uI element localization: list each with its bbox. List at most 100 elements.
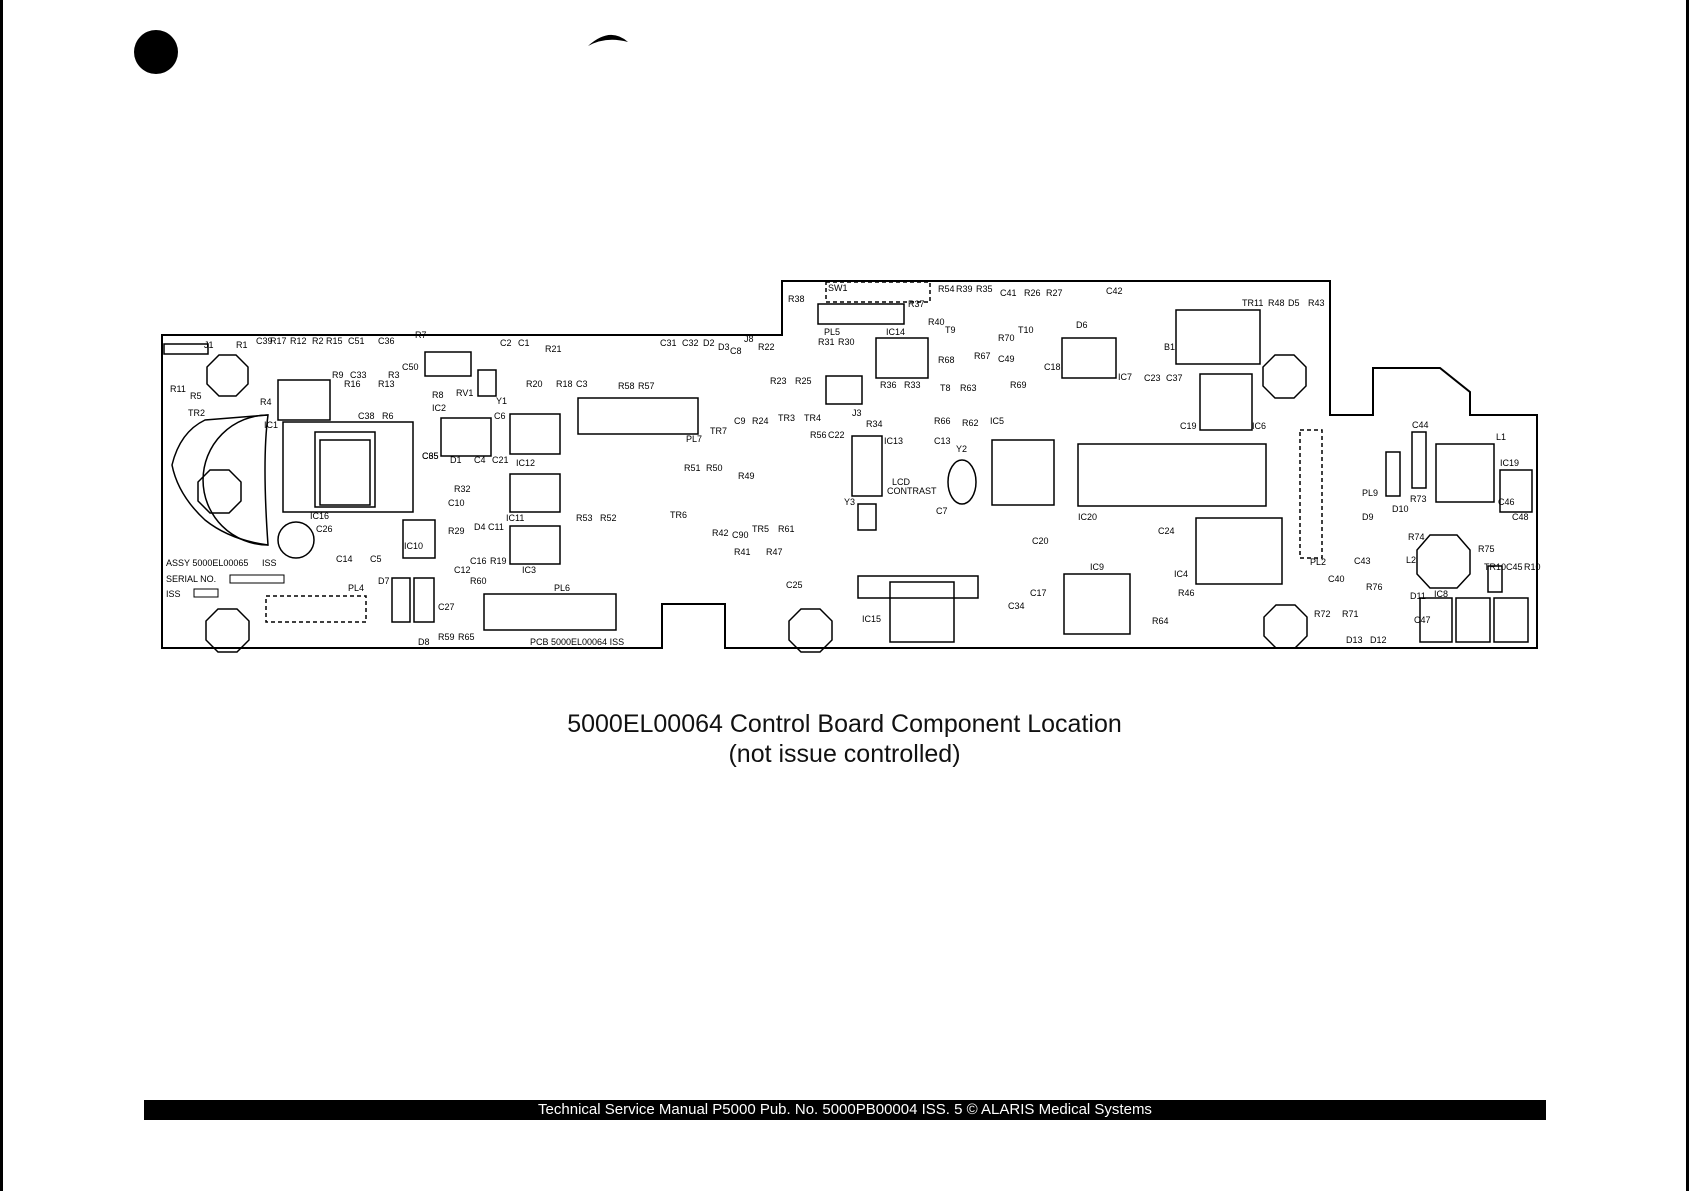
component-label: R26	[1024, 288, 1041, 298]
component-label: C20	[1032, 536, 1049, 546]
ic-outline	[277, 379, 331, 421]
component-label: R36	[880, 380, 897, 390]
component-label: C43	[1354, 556, 1371, 566]
c44-outline	[1411, 431, 1427, 489]
component-label: TR2	[188, 408, 205, 418]
component-label: R58	[618, 381, 635, 391]
mounting-hole	[788, 608, 833, 653]
component-label: C42	[1106, 286, 1123, 296]
component-label: PL5	[824, 327, 840, 337]
component-label: C25	[786, 580, 803, 590]
ic1-inner	[319, 439, 371, 506]
component-label: R42	[712, 528, 729, 538]
assy-label: ASSY 5000EL00065	[166, 558, 248, 568]
component-label: R18	[556, 379, 573, 389]
component-label: PL7	[686, 434, 702, 444]
component-label: R1	[236, 340, 248, 350]
component-label: TR4	[804, 413, 821, 423]
component-label: C6	[494, 411, 506, 421]
component-label: R32	[454, 484, 471, 494]
component-label: D6	[1076, 320, 1088, 330]
component-label: IC3	[522, 565, 536, 575]
component-label: R48	[1268, 298, 1285, 308]
component-label: R39	[956, 284, 973, 294]
iss-label: ISS	[166, 589, 181, 599]
lcd-label: LCD	[892, 477, 911, 487]
component-label: D11	[1410, 591, 1426, 601]
j1-outline	[163, 343, 209, 355]
component-label: C17	[1030, 588, 1047, 598]
component-label: T9	[945, 325, 956, 335]
serial-number-box	[229, 574, 285, 584]
component-label: C12	[454, 565, 471, 575]
ic15-body	[889, 581, 955, 643]
component-label: C37	[1166, 373, 1183, 383]
component-label: IC16	[310, 511, 329, 521]
component-label: C2	[500, 338, 512, 348]
component-label: D9	[1362, 512, 1374, 522]
component-label: R70	[998, 333, 1015, 343]
component-label: R63	[960, 383, 977, 393]
pl6-outline	[483, 593, 617, 631]
ic13-outline	[851, 435, 883, 497]
component-label: C40	[1328, 574, 1345, 584]
component-label: R9	[332, 370, 344, 380]
component-label: TR5	[752, 524, 769, 534]
component-label: L2	[1406, 555, 1416, 565]
component-label: R17	[270, 336, 287, 346]
component-label: C47	[1414, 615, 1431, 625]
component-label: TR11	[1242, 298, 1263, 308]
component-label: D13	[1346, 635, 1363, 645]
component-label: C3	[576, 379, 588, 389]
sw1-outline	[825, 281, 931, 303]
component-label: R67	[974, 351, 991, 361]
ic8b-outline	[1493, 597, 1529, 643]
pl5-outline	[817, 303, 905, 325]
component-label: IC13	[884, 436, 903, 446]
component-label: C5	[370, 554, 382, 564]
pl4-outline	[265, 595, 367, 623]
component-label: R41	[734, 547, 751, 557]
component-label: R20	[526, 379, 543, 389]
component-label: IC1	[264, 420, 278, 430]
component-label: C36	[378, 336, 395, 346]
ic14-outline	[875, 337, 929, 379]
component-label: R30	[838, 337, 855, 347]
component-label: R21	[545, 344, 562, 354]
component-label: C31	[660, 338, 677, 348]
component-label: R34	[866, 419, 883, 429]
component-label: R76	[1366, 582, 1383, 592]
ic-outline	[1175, 309, 1261, 365]
component-label: PL6	[554, 583, 570, 593]
round-components	[277, 459, 977, 559]
pcb-label: PCB 5000EL00064 ISS	[530, 637, 624, 647]
component-label: IC6	[1252, 421, 1266, 431]
ic12-outline	[509, 413, 561, 455]
c27-outline	[413, 577, 435, 623]
ic7-outline	[1061, 337, 1117, 379]
component-label: SW1	[828, 283, 848, 293]
component-label: C26	[316, 524, 333, 534]
ic20-outline	[1077, 443, 1267, 507]
mounting-hole	[1262, 354, 1307, 399]
component-label: Y2	[956, 444, 967, 454]
component-label: R3	[388, 370, 400, 380]
component-label: C48	[1512, 512, 1529, 522]
assy-iss-label: ISS	[262, 558, 277, 568]
component-label: PL2	[1310, 557, 1326, 567]
component-label: R5	[190, 391, 202, 401]
component-label: C32	[682, 338, 699, 348]
component-label: R49	[738, 471, 755, 481]
component-label: IC14	[886, 327, 905, 337]
component-label: IC2	[432, 403, 446, 413]
component-label: R40	[928, 317, 945, 327]
component-label: R37	[908, 299, 925, 309]
component-label: R22	[758, 342, 775, 352]
contrast-label: CONTRAST	[887, 486, 937, 496]
page-left-border	[0, 0, 3, 1191]
component-label: PL4	[348, 583, 364, 593]
component-label: R24	[752, 416, 769, 426]
component-label: C1	[518, 338, 530, 348]
component-label: C27	[438, 602, 455, 612]
component-label: D12	[1370, 635, 1387, 645]
